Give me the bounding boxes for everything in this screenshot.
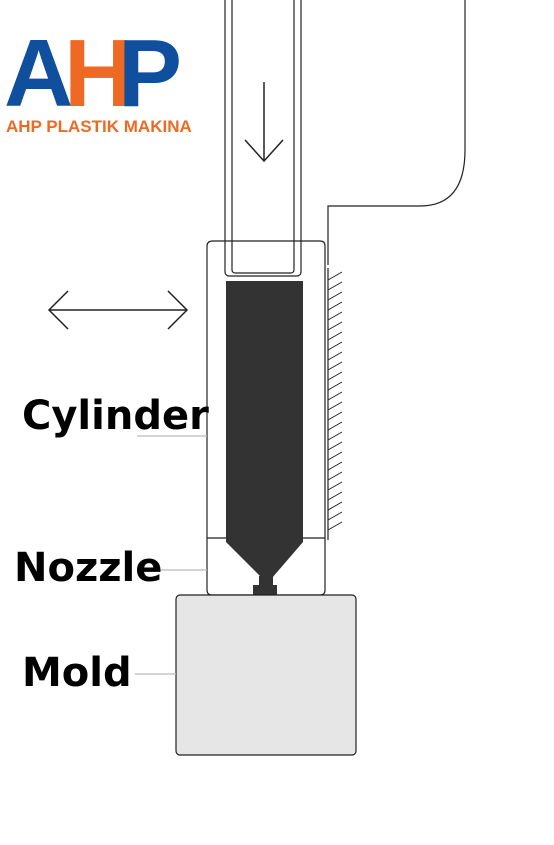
plunger-rod-inner: [231, 0, 295, 274]
plastic-melt: [226, 281, 303, 578]
mold-block: [175, 594, 357, 756]
frame-outline: [327, 0, 466, 265]
rack-rail: [327, 268, 343, 540]
logo-letter-a: A: [4, 20, 73, 127]
rack-tooth: [327, 401, 343, 411]
double-arrow-horizontal-icon: [47, 290, 189, 330]
rack-tooth: [327, 481, 343, 491]
logo-letter-p: P: [118, 20, 182, 127]
rack-tooth: [327, 291, 343, 301]
plunger: [224, 0, 302, 277]
rack-tooth: [327, 421, 343, 431]
rack-tooth: [327, 451, 343, 461]
rack-tooth: [327, 351, 343, 361]
rack-tooth: [327, 431, 343, 441]
rack-tooth: [327, 471, 343, 481]
rack-tooth: [327, 301, 343, 311]
nozzle-neck: [259, 576, 273, 586]
rack-tooth: [327, 271, 343, 281]
cylinder-label: Cylinder: [22, 393, 209, 439]
logo-company-name: AHP PLASTIK MAKINA: [6, 117, 192, 136]
rack-tooth: [327, 411, 343, 421]
rack-tooth: [327, 491, 343, 501]
rack-tooth: [327, 521, 343, 531]
rack-tooth: [327, 281, 343, 291]
company-logo: A H P AHP PLASTIK MAKINA: [4, 20, 192, 136]
nozzle-tip: [253, 585, 277, 595]
mold-label: Mold: [22, 650, 132, 696]
rack-tooth: [327, 341, 343, 351]
rack-tooth: [327, 371, 343, 381]
rack-tooth: [327, 321, 343, 331]
rack-tooth: [327, 331, 343, 341]
rack-tooth: [327, 511, 343, 521]
arrow-down-icon: [244, 82, 284, 163]
rack-tooth: [327, 311, 343, 321]
rack-tooth: [327, 391, 343, 401]
logo-letter-h: H: [64, 20, 133, 127]
rack-tooth: [327, 441, 343, 451]
nozzle-label: Nozzle: [14, 545, 162, 591]
rack-tooth: [327, 361, 343, 371]
rack-tooth: [327, 461, 343, 471]
rack-tooth: [327, 381, 343, 391]
rack-tooth: [327, 501, 343, 511]
